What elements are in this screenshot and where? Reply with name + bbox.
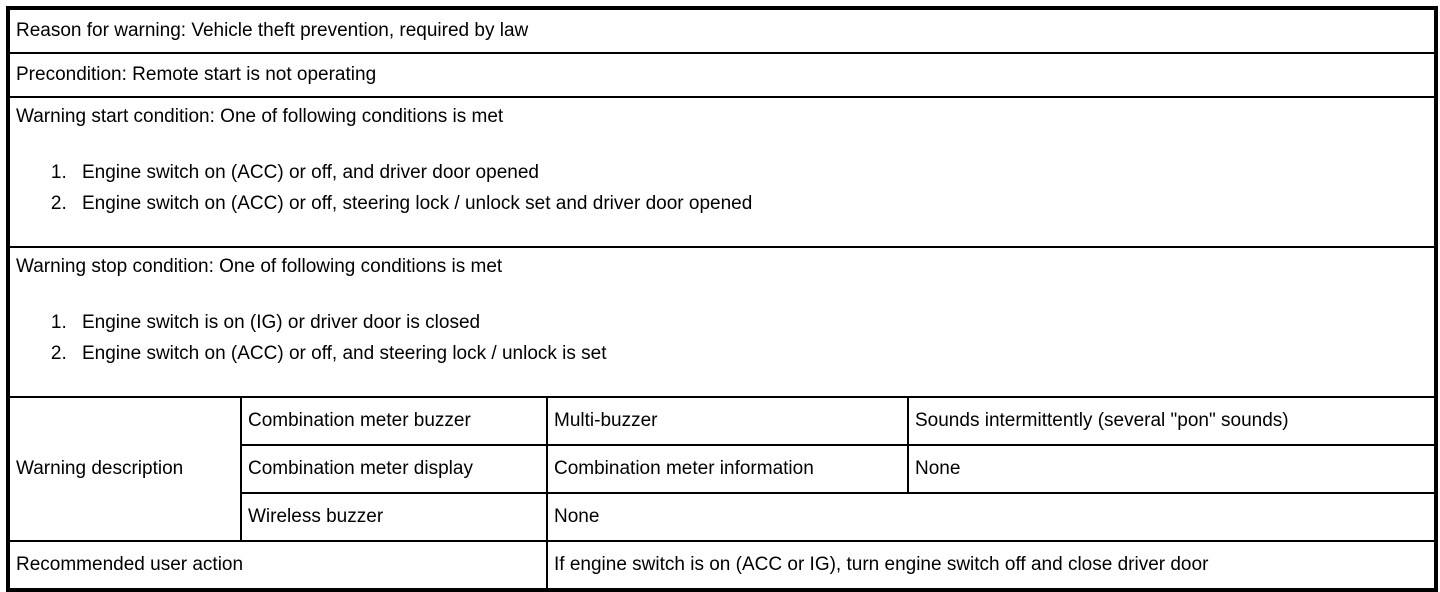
description-display-detail-cell: Combination meter information	[546, 444, 909, 494]
description-label-cell: Warning description	[7, 396, 242, 542]
document-page: Reason for warning: Vehicle theft preven…	[0, 0, 1440, 528]
stop-condition-list: Engine switch is on (IG) or driver door …	[16, 307, 1428, 369]
recommended-action-value-cell: If engine switch is on (ACC or IG), turn…	[546, 540, 1437, 591]
start-condition-row: Warning start condition: One of followin…	[7, 96, 1437, 248]
precondition-row: Precondition: Remote start is not operat…	[7, 52, 1437, 98]
precondition-cell: Precondition: Remote start is not operat…	[7, 52, 1437, 98]
stop-condition-item-2: Engine switch on (ACC) or off, and steer…	[72, 338, 1428, 369]
description-display-channel-cell: Combination meter display	[240, 444, 548, 494]
description-wireless-channel-cell: Wireless buzzer	[240, 492, 548, 542]
description-buzzer-detail-cell: Multi-buzzer	[546, 396, 909, 446]
recommended-action-row: Recommended user action If engine switch…	[7, 540, 1437, 591]
stop-condition-row: Warning stop condition: One of following…	[7, 246, 1437, 398]
stop-condition-cell: Warning stop condition: One of following…	[7, 246, 1437, 398]
description-buzzer-value-cell: Sounds intermittently (several "pon" sou…	[907, 396, 1437, 446]
start-condition-header: Warning start condition: One of followin…	[16, 106, 504, 127]
stop-condition-header: Warning stop condition: One of following…	[16, 256, 503, 277]
start-condition-item-2: Engine switch on (ACC) or off, steering …	[72, 188, 1428, 219]
start-condition-item-1: Engine switch on (ACC) or off, and drive…	[72, 157, 1428, 188]
reason-row: Reason for warning: Vehicle theft preven…	[7, 7, 1437, 54]
reason-cell: Reason for warning: Vehicle theft preven…	[7, 7, 1437, 54]
description-buzzer-channel-cell: Combination meter buzzer	[240, 396, 548, 446]
description-row-display: Combination meter display Combination me…	[8, 444, 1437, 494]
description-wireless-value-cell: None	[546, 492, 1437, 542]
start-condition-cell: Warning start condition: One of followin…	[7, 96, 1437, 248]
warning-spec-table: Reason for warning: Vehicle theft preven…	[6, 6, 1438, 592]
description-display-value-cell: None	[907, 444, 1437, 494]
stop-condition-item-1: Engine switch is on (IG) or driver door …	[72, 307, 1428, 338]
description-row-buzzer: Warning description Combination meter bu…	[7, 396, 1437, 542]
start-condition-list: Engine switch on (ACC) or off, and drive…	[16, 157, 1428, 219]
recommended-action-label-cell: Recommended user action	[7, 540, 548, 591]
